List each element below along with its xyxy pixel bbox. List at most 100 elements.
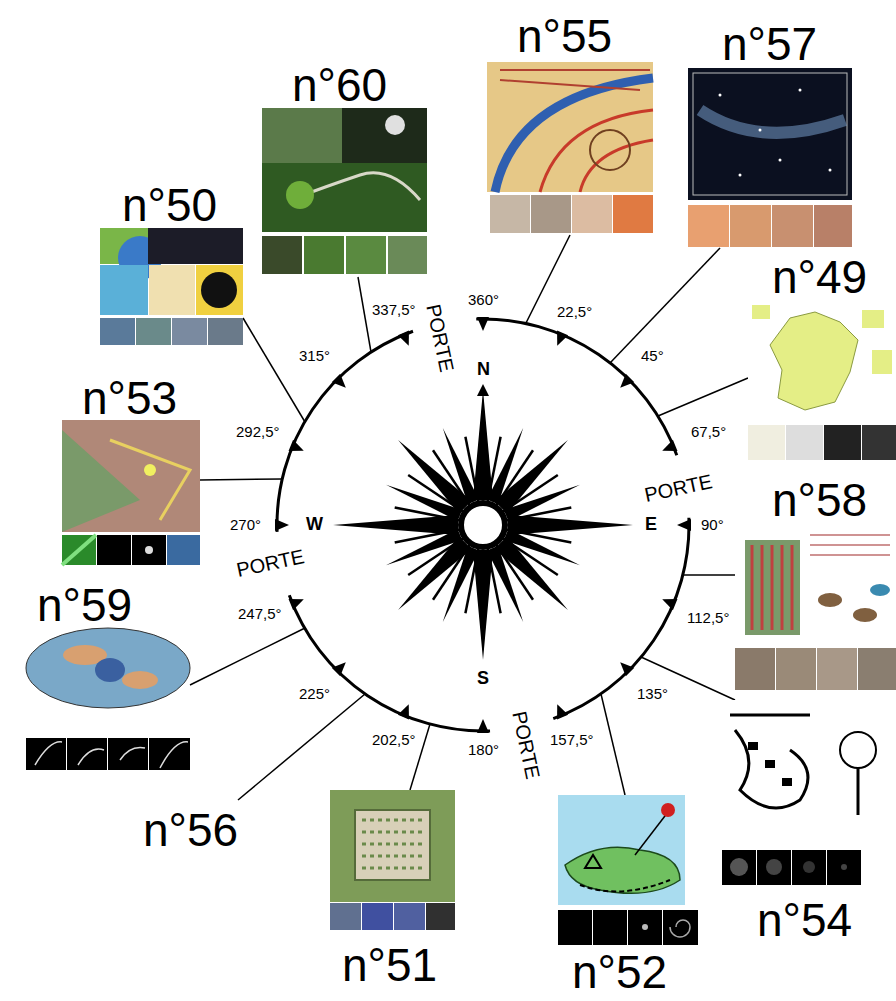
thumbnail-picture <box>355 810 430 880</box>
thumbnail-picture <box>776 648 816 690</box>
thumbnail-panel: n°59 <box>37 582 132 628</box>
thumbnail-picture <box>757 850 791 885</box>
ring-marker <box>275 519 289 531</box>
panel-number: n°55 <box>517 13 612 59</box>
thumbnail-picture <box>558 795 685 905</box>
panel-number: n°60 <box>292 62 387 108</box>
thumbnail-picture <box>752 545 792 630</box>
thumbnail-panel: n°57 <box>722 21 817 67</box>
thumbnail-picture <box>487 62 653 233</box>
compass-hub <box>461 503 505 547</box>
thumbnail-picture <box>26 628 190 708</box>
degree-label: 270° <box>228 517 263 534</box>
gate-label: PORTE <box>508 707 545 783</box>
thumbnail-picture <box>642 924 648 930</box>
ring-marker <box>677 519 691 531</box>
thumbnail-picture <box>779 159 782 162</box>
thumbnail-picture <box>540 110 653 192</box>
compass-point <box>494 536 568 610</box>
thumbnail-picture <box>132 535 166 565</box>
thumbnail-picture <box>759 129 762 132</box>
leader-line <box>610 248 720 363</box>
thumbnail-picture <box>62 420 200 532</box>
thumbnail-picture <box>26 738 66 770</box>
thumbnail-picture <box>730 715 810 808</box>
callout-number: n°56 <box>141 807 240 853</box>
thumbnail-picture <box>144 464 156 476</box>
thumbnail-picture <box>136 318 171 345</box>
degree-label: 360° <box>466 292 501 309</box>
thumbnail-picture <box>765 760 775 768</box>
thumbnail-picture <box>827 850 861 885</box>
thumbnail-picture <box>346 236 386 274</box>
degree-label: 112,5° <box>685 610 731 627</box>
thumbnail-panel: n°49 <box>772 254 867 300</box>
thumbnail-picture <box>719 94 722 97</box>
gate-label: PORTE <box>641 470 717 507</box>
thumbnail-picture <box>100 265 148 315</box>
ring-marker <box>477 719 489 733</box>
thumbnail-picture <box>818 593 842 607</box>
thumbnail-panel: n°58 <box>772 477 867 523</box>
thumbnail-picture <box>108 738 148 770</box>
thumbnail-picture <box>782 778 792 786</box>
panel-number: n°59 <box>37 582 132 628</box>
thumbnail-picture <box>100 228 243 345</box>
thumbnail-picture <box>739 174 742 177</box>
cardinal-letter: E <box>643 515 659 535</box>
degree-label: 157,5° <box>548 732 596 749</box>
thumbnail-picture <box>748 742 758 750</box>
thumbnail-picture <box>330 903 361 930</box>
compass-point <box>473 390 493 500</box>
leader-line <box>190 628 305 685</box>
thumbnail-picture <box>385 115 405 135</box>
panel-number: n°53 <box>82 375 177 421</box>
thumbnail-picture <box>26 628 190 770</box>
thumbnail-picture <box>262 108 342 163</box>
thumbnail-picture <box>490 195 530 233</box>
thumbnail-picture <box>688 68 852 247</box>
thumbnail-picture <box>286 181 314 209</box>
compass-point <box>508 515 633 535</box>
thumbnail-picture <box>810 535 890 555</box>
degree-label: 292,5° <box>234 424 282 441</box>
thumbnail-picture <box>110 440 190 520</box>
thumbnail-picture <box>580 880 670 891</box>
thumbnail-picture <box>201 272 237 308</box>
thumbnail-panel: n°53 <box>82 375 177 421</box>
thumbnail-picture <box>500 70 650 90</box>
leader-line <box>658 378 748 416</box>
panel-number: n°58 <box>772 477 867 523</box>
thumbnail-panel: n°51 <box>342 942 437 988</box>
thumbnail-picture <box>590 130 630 170</box>
ring-marker <box>552 702 568 720</box>
thumbnail-picture <box>97 535 131 565</box>
panel-number: n°54 <box>757 897 852 943</box>
thumbnail-picture <box>593 910 627 945</box>
degree-label: 202,5° <box>370 732 418 749</box>
thumbnail-picture <box>661 803 675 817</box>
compass-point <box>398 536 472 610</box>
leader-line <box>601 694 625 795</box>
thumbnail-picture <box>735 525 896 645</box>
thumbnail-panel: n°54 <box>757 897 852 943</box>
ring-marker <box>289 440 307 456</box>
thumbnail-picture <box>857 768 860 815</box>
thumbnail-panel: n°55 <box>517 13 612 59</box>
thumbnail-picture <box>872 350 892 374</box>
thumbnail-picture <box>700 110 845 133</box>
degree-label: 180° <box>466 742 501 759</box>
thumbnail-picture <box>817 648 857 690</box>
thumbnail-picture <box>145 546 153 554</box>
ring-marker <box>660 440 678 456</box>
thumbnail-picture <box>95 658 125 682</box>
thumbnail-picture <box>799 89 802 92</box>
thumbnail-picture <box>196 265 243 315</box>
thumbnail-picture <box>748 300 896 420</box>
thumbnail-picture <box>558 910 592 945</box>
compass-point <box>494 440 568 514</box>
thumbnail-picture <box>262 108 427 274</box>
degree-label: 22,5° <box>555 304 594 321</box>
thumbnail-picture <box>100 318 135 345</box>
